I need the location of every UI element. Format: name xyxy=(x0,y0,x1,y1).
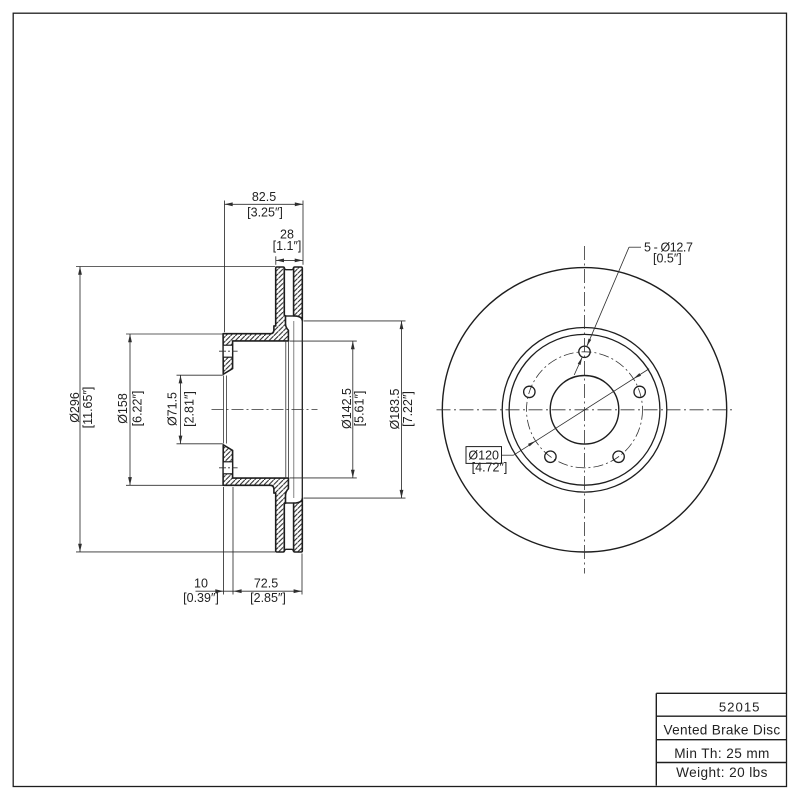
svg-text:72.5: 72.5 xyxy=(254,577,278,591)
svg-text:10: 10 xyxy=(194,577,208,591)
svg-text:Ø71.5: Ø71.5 xyxy=(165,392,179,426)
svg-text:[7.22″]: [7.22″] xyxy=(401,391,415,427)
svg-text:[11.65″]: [11.65″] xyxy=(81,387,95,429)
svg-text:52015: 52015 xyxy=(719,700,761,715)
svg-text:Ø296: Ø296 xyxy=(68,392,82,423)
svg-text:[5.61″]: [5.61″] xyxy=(353,391,367,427)
svg-text:Ø158: Ø158 xyxy=(116,393,130,424)
svg-text:82.5: 82.5 xyxy=(252,190,276,204)
svg-text:[4.72″]: [4.72″] xyxy=(472,461,508,475)
svg-text:28: 28 xyxy=(280,228,294,242)
svg-text:[6.22″]: [6.22″] xyxy=(131,391,145,427)
svg-text:[0.39″]: [0.39″] xyxy=(183,591,219,605)
svg-text:[2.81″]: [2.81″] xyxy=(182,391,196,427)
svg-text:Min Th: 25 mm: Min Th: 25 mm xyxy=(674,746,770,761)
svg-text:Ø142.5: Ø142.5 xyxy=(340,388,354,429)
svg-text:[1.1″]: [1.1″] xyxy=(273,239,302,253)
svg-text:Ø183.5: Ø183.5 xyxy=(388,388,402,429)
svg-text:Vented Brake Disc: Vented Brake Disc xyxy=(664,723,781,738)
svg-text:5 - Ø12.7: 5 - Ø12.7 xyxy=(644,241,693,255)
svg-text:[0.5″]: [0.5″] xyxy=(653,252,682,266)
svg-text:[2.85″]: [2.85″] xyxy=(250,591,286,605)
svg-text:[3.25″]: [3.25″] xyxy=(247,206,283,220)
svg-text:Weight: 20 lbs: Weight: 20 lbs xyxy=(676,765,768,780)
svg-text:Ø120: Ø120 xyxy=(468,448,499,462)
